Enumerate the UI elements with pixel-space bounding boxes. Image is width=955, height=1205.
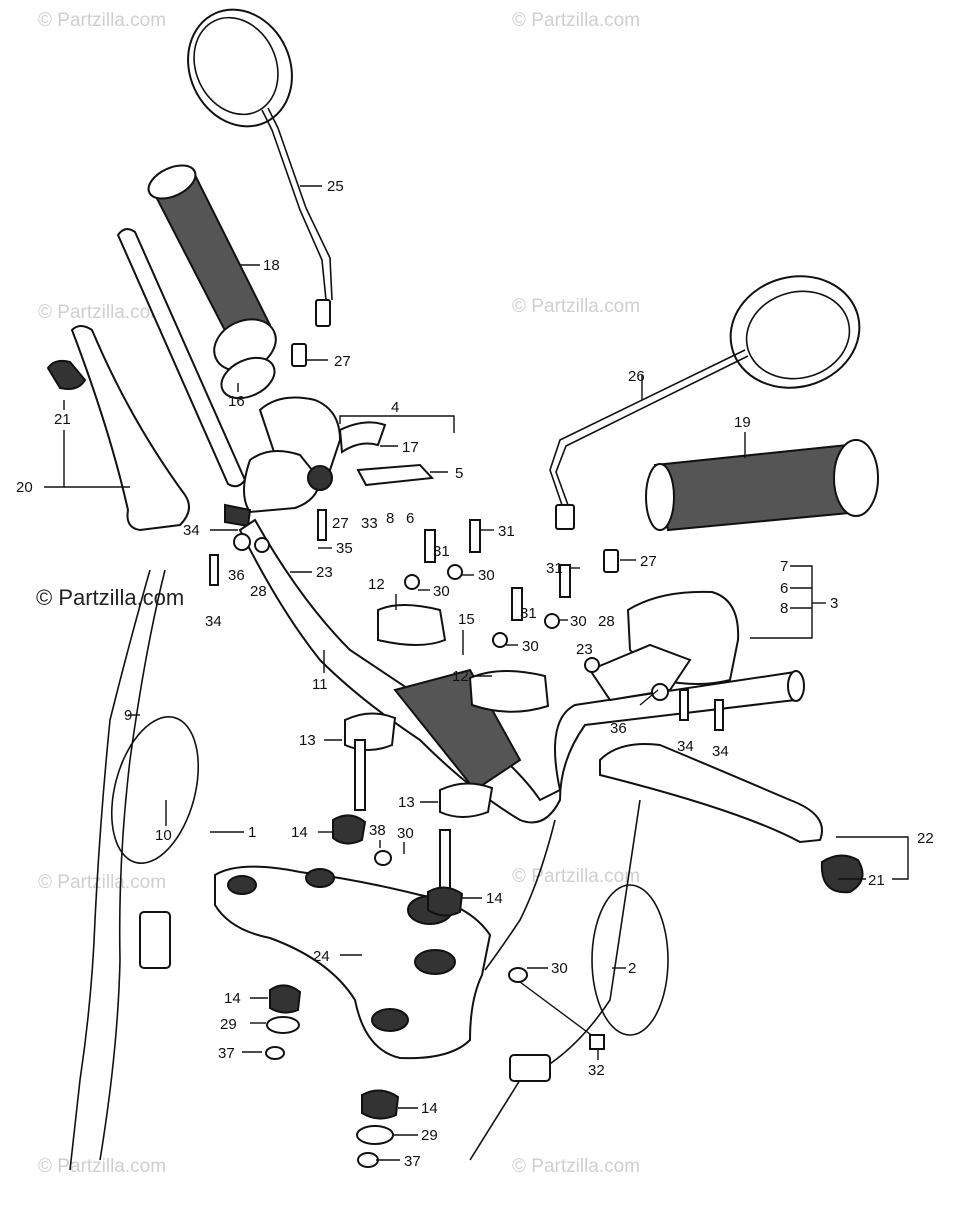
callout-3: 3 <box>830 595 838 612</box>
watermark: © Partzilla.com <box>512 10 640 31</box>
callout-37: 37 <box>218 1045 235 1062</box>
callout-22: 22 <box>917 830 934 847</box>
watermark: © Partzilla.com <box>38 872 166 893</box>
watermark: © Partzilla.com <box>512 1156 640 1177</box>
callout-17: 17 <box>402 439 419 456</box>
callout-14: 14 <box>291 824 308 841</box>
callout-10: 10 <box>155 827 172 844</box>
callout-16: 16 <box>228 393 245 410</box>
callout-15: 15 <box>458 611 475 628</box>
callout-29: 29 <box>220 1016 237 1033</box>
callout-9: 9 <box>124 707 132 724</box>
callout-31: 31 <box>498 523 515 540</box>
callout-31: 31 <box>433 543 450 560</box>
left-switch-housing-illustration <box>224 396 435 528</box>
callout-26: 26 <box>628 368 645 385</box>
leader-lines <box>44 185 909 1161</box>
callout-12: 12 <box>368 576 385 593</box>
callout-31: 31 <box>520 605 537 622</box>
callout-27: 27 <box>332 515 349 532</box>
callout-29: 29 <box>421 1127 438 1144</box>
callout-34: 34 <box>712 743 729 760</box>
callout-30: 30 <box>397 825 414 842</box>
callout-36: 36 <box>228 567 245 584</box>
right-mirror-illustration <box>549 275 861 530</box>
watermark: © Partzilla.com <box>36 585 184 610</box>
callout-4: 4 <box>391 399 399 416</box>
cables-illustration <box>69 569 669 1171</box>
callout-5: 5 <box>455 465 463 482</box>
callout-27: 27 <box>640 553 657 570</box>
callout-19: 19 <box>734 414 751 431</box>
callout-21: 21 <box>54 411 71 428</box>
callout-6: 6 <box>406 510 414 527</box>
callout-12: 12 <box>452 668 469 685</box>
callout-13: 13 <box>299 732 316 749</box>
callout-30: 30 <box>522 638 539 655</box>
callout-11: 11 <box>312 676 328 693</box>
callout-labels: 25 18 27 21 20 16 4 17 5 27 33 8 6 34 35… <box>16 178 934 1170</box>
callout-27: 27 <box>334 353 351 370</box>
callout-1: 1 <box>248 824 256 841</box>
callout-8: 8 <box>386 510 394 527</box>
callout-34: 34 <box>205 613 222 630</box>
left-grip-illustration <box>147 164 277 400</box>
watermark: © Partzilla.com <box>512 296 640 317</box>
left-mirror-illustration <box>187 8 333 327</box>
callout-38: 38 <box>369 822 386 839</box>
callout-21: 21 <box>868 872 885 889</box>
callout-20: 20 <box>16 479 33 496</box>
watermark: © Partzilla.com <box>512 866 640 887</box>
handlebar-illustration <box>238 518 805 824</box>
callout-23: 23 <box>316 564 333 581</box>
callout-30: 30 <box>551 960 568 977</box>
callout-2: 2 <box>628 960 636 977</box>
callout-34: 34 <box>677 738 694 755</box>
watermark: © Partzilla.com <box>38 10 166 31</box>
callout-14: 14 <box>421 1100 438 1117</box>
callout-24: 24 <box>313 948 330 965</box>
callout-30: 30 <box>433 583 450 600</box>
callout-6: 6 <box>780 580 788 597</box>
callout-25: 25 <box>327 178 344 195</box>
callout-7: 7 <box>780 558 788 575</box>
callout-33: 33 <box>361 515 378 532</box>
callout-37: 37 <box>404 1153 421 1170</box>
callout-28: 28 <box>250 583 267 600</box>
callout-36: 36 <box>610 720 627 737</box>
watermark: © Partzilla.com <box>38 302 166 323</box>
callout-14: 14 <box>486 890 503 907</box>
callout-30: 30 <box>478 567 495 584</box>
callout-32: 32 <box>588 1062 605 1079</box>
callout-23: 23 <box>576 641 593 658</box>
callout-14: 14 <box>224 990 241 1007</box>
callout-35: 35 <box>336 540 353 557</box>
callout-34: 34 <box>183 522 200 539</box>
callout-8: 8 <box>780 600 788 617</box>
callout-31: 31 <box>546 560 563 577</box>
hardware-illustration <box>209 343 724 1168</box>
callout-18: 18 <box>263 257 280 274</box>
right-grip-illustration <box>645 439 879 532</box>
callout-28: 28 <box>598 613 615 630</box>
left-lever-illustration <box>46 228 247 532</box>
watermark: © Partzilla.com <box>38 1156 166 1177</box>
callout-13: 13 <box>398 794 415 811</box>
callout-30: 30 <box>570 613 587 630</box>
